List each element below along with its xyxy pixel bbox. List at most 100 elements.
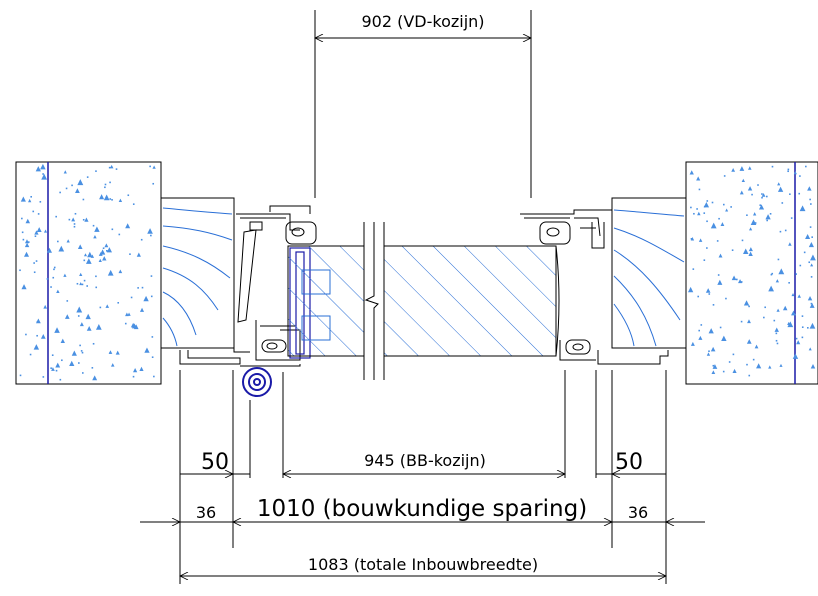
concrete-speckle <box>25 218 31 224</box>
concrete-speckle <box>51 354 54 357</box>
concrete-speckle <box>22 238 25 241</box>
concrete-speckle <box>753 212 757 216</box>
concrete-speckle <box>788 282 790 284</box>
concrete-speckle <box>75 188 80 193</box>
concrete-speckle <box>104 186 106 189</box>
concrete-speckle <box>33 262 35 264</box>
concrete-speckle <box>808 347 812 351</box>
concrete-speckle <box>30 195 32 198</box>
concrete-speckle <box>46 247 53 253</box>
dim-total: 1083 (totale Inbouwbreedte) <box>308 555 538 574</box>
concrete-speckle <box>779 230 782 233</box>
concrete-speckle <box>808 261 811 264</box>
concrete-speckle <box>79 282 83 286</box>
concrete-speckle <box>81 351 84 354</box>
concrete-speckle <box>698 238 703 242</box>
concrete-speckle <box>799 175 801 177</box>
concrete-speckle <box>95 286 98 289</box>
concrete-speckle <box>718 217 720 220</box>
concrete-speckle <box>24 239 30 244</box>
concrete-speckle <box>86 176 89 178</box>
concrete-speckle <box>810 254 816 261</box>
dim-bb-kozijn: 945 (BB-kozijn) <box>364 451 486 470</box>
concrete-speckle <box>28 198 32 203</box>
concrete-speckle <box>748 374 751 377</box>
concrete-speckle <box>95 324 102 330</box>
concrete-speckle <box>732 353 735 356</box>
concrete-speckle <box>792 353 799 359</box>
left-timber-block <box>160 197 235 349</box>
concrete-speckle <box>776 308 780 312</box>
concrete-speckle <box>697 211 701 216</box>
concrete-speckle <box>741 239 744 242</box>
concrete-speckle <box>698 335 703 340</box>
concrete-speckle <box>768 365 772 369</box>
concrete-speckle <box>82 218 85 221</box>
concrete-speckle <box>132 375 135 378</box>
dim-sparing: 1010 (bouwkundige sparing) <box>257 496 587 522</box>
door-leaf <box>287 245 560 357</box>
concrete-speckle <box>731 249 734 251</box>
concrete-speckle <box>152 182 155 185</box>
concrete-speckle <box>697 295 700 298</box>
concrete-speckle <box>81 283 84 286</box>
concrete-speckle <box>754 344 759 349</box>
concrete-speckle <box>687 286 694 293</box>
dim-left-36: 36 <box>196 503 216 522</box>
concrete-speckle <box>106 247 112 253</box>
concrete-speckle <box>712 364 718 369</box>
concrete-speckle <box>797 294 801 298</box>
concrete-speckle <box>53 266 56 269</box>
concrete-speckle <box>774 327 779 332</box>
concrete-speckle <box>86 325 92 331</box>
concrete-speckle <box>77 179 84 186</box>
concrete-speckle <box>732 368 737 373</box>
concrete-speckle <box>78 362 80 364</box>
concrete-speckle <box>710 222 717 229</box>
concrete-speckle <box>696 176 701 181</box>
concrete-speckle <box>61 359 63 362</box>
concrete-speckle <box>775 279 780 283</box>
concrete-speckle <box>712 304 715 306</box>
concrete-speckle <box>809 322 816 329</box>
concrete-speckle <box>133 368 138 373</box>
concrete-speckle <box>722 203 725 206</box>
concrete-speckle <box>717 279 723 285</box>
concrete-speckle <box>151 336 154 338</box>
concrete-speckle <box>83 253 88 257</box>
concrete-speckle <box>39 201 42 203</box>
concrete-speckle <box>60 338 65 344</box>
concrete-speckle <box>692 268 695 270</box>
concrete-speckle <box>793 171 797 175</box>
concrete-speckle <box>59 191 61 194</box>
concrete-speckle <box>21 284 27 290</box>
concrete-speckle <box>738 279 743 284</box>
concrete-speckle <box>807 186 812 191</box>
concrete-speckle <box>50 367 52 370</box>
concrete-speckle <box>24 251 30 257</box>
concrete-speckle <box>761 193 763 195</box>
concrete-speckle <box>52 276 55 279</box>
concrete-speckle <box>91 367 94 369</box>
concrete-speckle <box>104 243 109 248</box>
concrete-speckle <box>790 217 793 219</box>
concrete-speckle <box>57 240 59 243</box>
concrete-speckle <box>144 347 150 353</box>
concrete-speckle <box>140 238 143 241</box>
concrete-speckle <box>728 361 731 363</box>
concrete-speckle <box>781 202 784 204</box>
concrete-speckle <box>42 173 44 175</box>
concrete-speckle <box>111 199 113 201</box>
concrete-speckle <box>698 329 701 332</box>
concrete-speckle <box>131 323 137 329</box>
concrete-speckle <box>76 306 83 313</box>
concrete-speckle <box>98 258 102 263</box>
concrete-speckle <box>34 235 37 238</box>
concrete-speckle <box>85 258 92 264</box>
concrete-speckle <box>77 244 83 250</box>
concrete-speckle <box>63 273 67 277</box>
concrete-speckle <box>150 234 152 237</box>
concrete-speckle <box>739 190 744 195</box>
concrete-speckle <box>748 251 753 256</box>
concrete-speckle <box>720 222 725 226</box>
